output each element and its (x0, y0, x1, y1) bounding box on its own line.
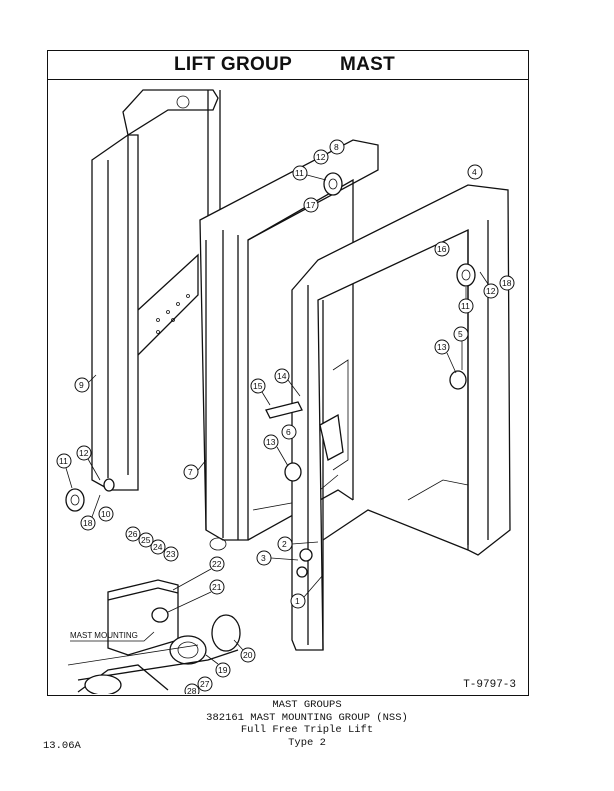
page-number: 13.06A (43, 740, 81, 752)
title-lift-group: LIFT GROUP (174, 54, 293, 75)
mast-exploded-view: 1 2 3 4 5 6 7 8 9 10 11 11 11 12 12 12 1… (56, 89, 515, 694)
callout-11-c: 11 (458, 287, 474, 314)
callout-13-b: 13 (263, 434, 289, 467)
svg-text:11: 11 (461, 301, 470, 311)
callout-14: 14 (274, 368, 301, 397)
caption-line-4: Type 2 (288, 736, 326, 749)
callout-12-a: 12 (76, 445, 101, 481)
svg-text:11: 11 (295, 168, 304, 178)
svg-text:4: 4 (472, 167, 477, 177)
callout-27: 27 (197, 676, 213, 692)
svg-text:21: 21 (212, 582, 222, 592)
mast-mounting-detail (67, 579, 241, 694)
caption-line-1: MAST GROUPS (272, 699, 342, 711)
svg-text:3: 3 (261, 553, 266, 563)
drawing-frame: LIFT GROUP MAST (47, 50, 529, 696)
svg-text:13: 13 (266, 437, 276, 447)
svg-text:17: 17 (306, 200, 316, 210)
svg-text:25: 25 (141, 535, 151, 545)
svg-text:16: 16 (437, 244, 447, 254)
mast-mounting-leader (70, 631, 155, 642)
svg-text:12: 12 (486, 286, 496, 296)
callout-17: 17 (303, 197, 319, 213)
callout-1: 1 (290, 574, 324, 609)
svg-text:1: 1 (295, 596, 300, 606)
callout-11-a: 11 (56, 453, 73, 489)
callout-15: 15 (250, 378, 271, 406)
svg-text:20: 20 (243, 650, 253, 660)
callout-6: 6 (281, 424, 297, 440)
part-callouts: 1 2 3 4 5 6 7 8 9 10 11 11 11 12 12 12 1… (56, 139, 515, 694)
callout-28: 28 (184, 683, 200, 694)
svg-text:24: 24 (153, 542, 163, 552)
svg-text:10: 10 (101, 509, 111, 519)
svg-text:5: 5 (458, 329, 463, 339)
svg-text:26: 26 (128, 529, 138, 539)
svg-text:6: 6 (286, 427, 291, 437)
outer-mast-rail (91, 89, 221, 491)
svg-text:11: 11 (59, 456, 68, 466)
mast-mounting-label: MAST MOUNTING (70, 631, 138, 640)
svg-text:8: 8 (334, 142, 339, 152)
drawing-reference-code: T-9797-3 (463, 679, 516, 691)
svg-text:2: 2 (282, 539, 287, 549)
caption-line-3: Full Free Triple Lift (240, 724, 374, 736)
callout-12-c: 12 (479, 271, 499, 299)
callout-8: 8 (329, 139, 345, 155)
callout-26: 26 (125, 526, 141, 542)
callout-10: 10 (98, 506, 114, 522)
svg-text:12: 12 (316, 152, 326, 162)
inner-mast-rail (291, 184, 511, 651)
callout-9: 9 (74, 374, 97, 393)
exploded-parts-drawing: 1 2 3 4 5 6 7 8 9 10 11 11 11 12 12 12 1… (48, 80, 527, 694)
callout-21: 21 (167, 579, 225, 613)
title-bar: LIFT GROUP MAST (48, 51, 528, 80)
svg-text:28: 28 (187, 686, 197, 694)
callout-16: 16 (434, 241, 450, 257)
svg-text:15: 15 (253, 381, 263, 391)
figure-caption: MAST GROUPS 382161 MAST MOUNTING GROUP (… (0, 699, 614, 749)
svg-text:14: 14 (277, 371, 287, 381)
svg-text:13: 13 (437, 342, 447, 352)
callout-2: 2 (277, 536, 319, 552)
svg-text:7: 7 (188, 467, 193, 477)
svg-text:18: 18 (502, 278, 512, 288)
callout-19: 19 (205, 654, 231, 678)
callout-11-b: 11 (292, 165, 327, 181)
callout-13-a: 13 (434, 339, 457, 374)
svg-text:19: 19 (218, 665, 228, 675)
svg-text:18: 18 (83, 518, 93, 528)
svg-text:23: 23 (166, 549, 176, 559)
callout-18-a: 18 (80, 494, 101, 531)
callout-12-b: 12 (313, 149, 329, 165)
callout-7: 7 (183, 459, 207, 480)
svg-text:22: 22 (212, 559, 222, 569)
svg-text:12: 12 (79, 448, 89, 458)
callout-20: 20 (233, 639, 256, 663)
bearings-hardware (65, 172, 476, 578)
caption-line-2: 382161 MAST MOUNTING GROUP (NSS) (206, 711, 408, 724)
callout-18-b: 18 (499, 275, 515, 291)
callout-3: 3 (256, 550, 299, 566)
svg-text:27: 27 (200, 679, 210, 689)
callout-23: 23 (163, 546, 179, 562)
callout-4: 4 (467, 164, 483, 180)
callout-22: 22 (172, 556, 225, 591)
callout-25: 25 (138, 532, 154, 548)
callout-24: 24 (150, 539, 166, 555)
title-mast: MAST (340, 54, 396, 75)
callout-5: 5 (453, 326, 469, 370)
svg-text:9: 9 (79, 380, 84, 390)
intermediate-mast-rail (199, 139, 379, 551)
